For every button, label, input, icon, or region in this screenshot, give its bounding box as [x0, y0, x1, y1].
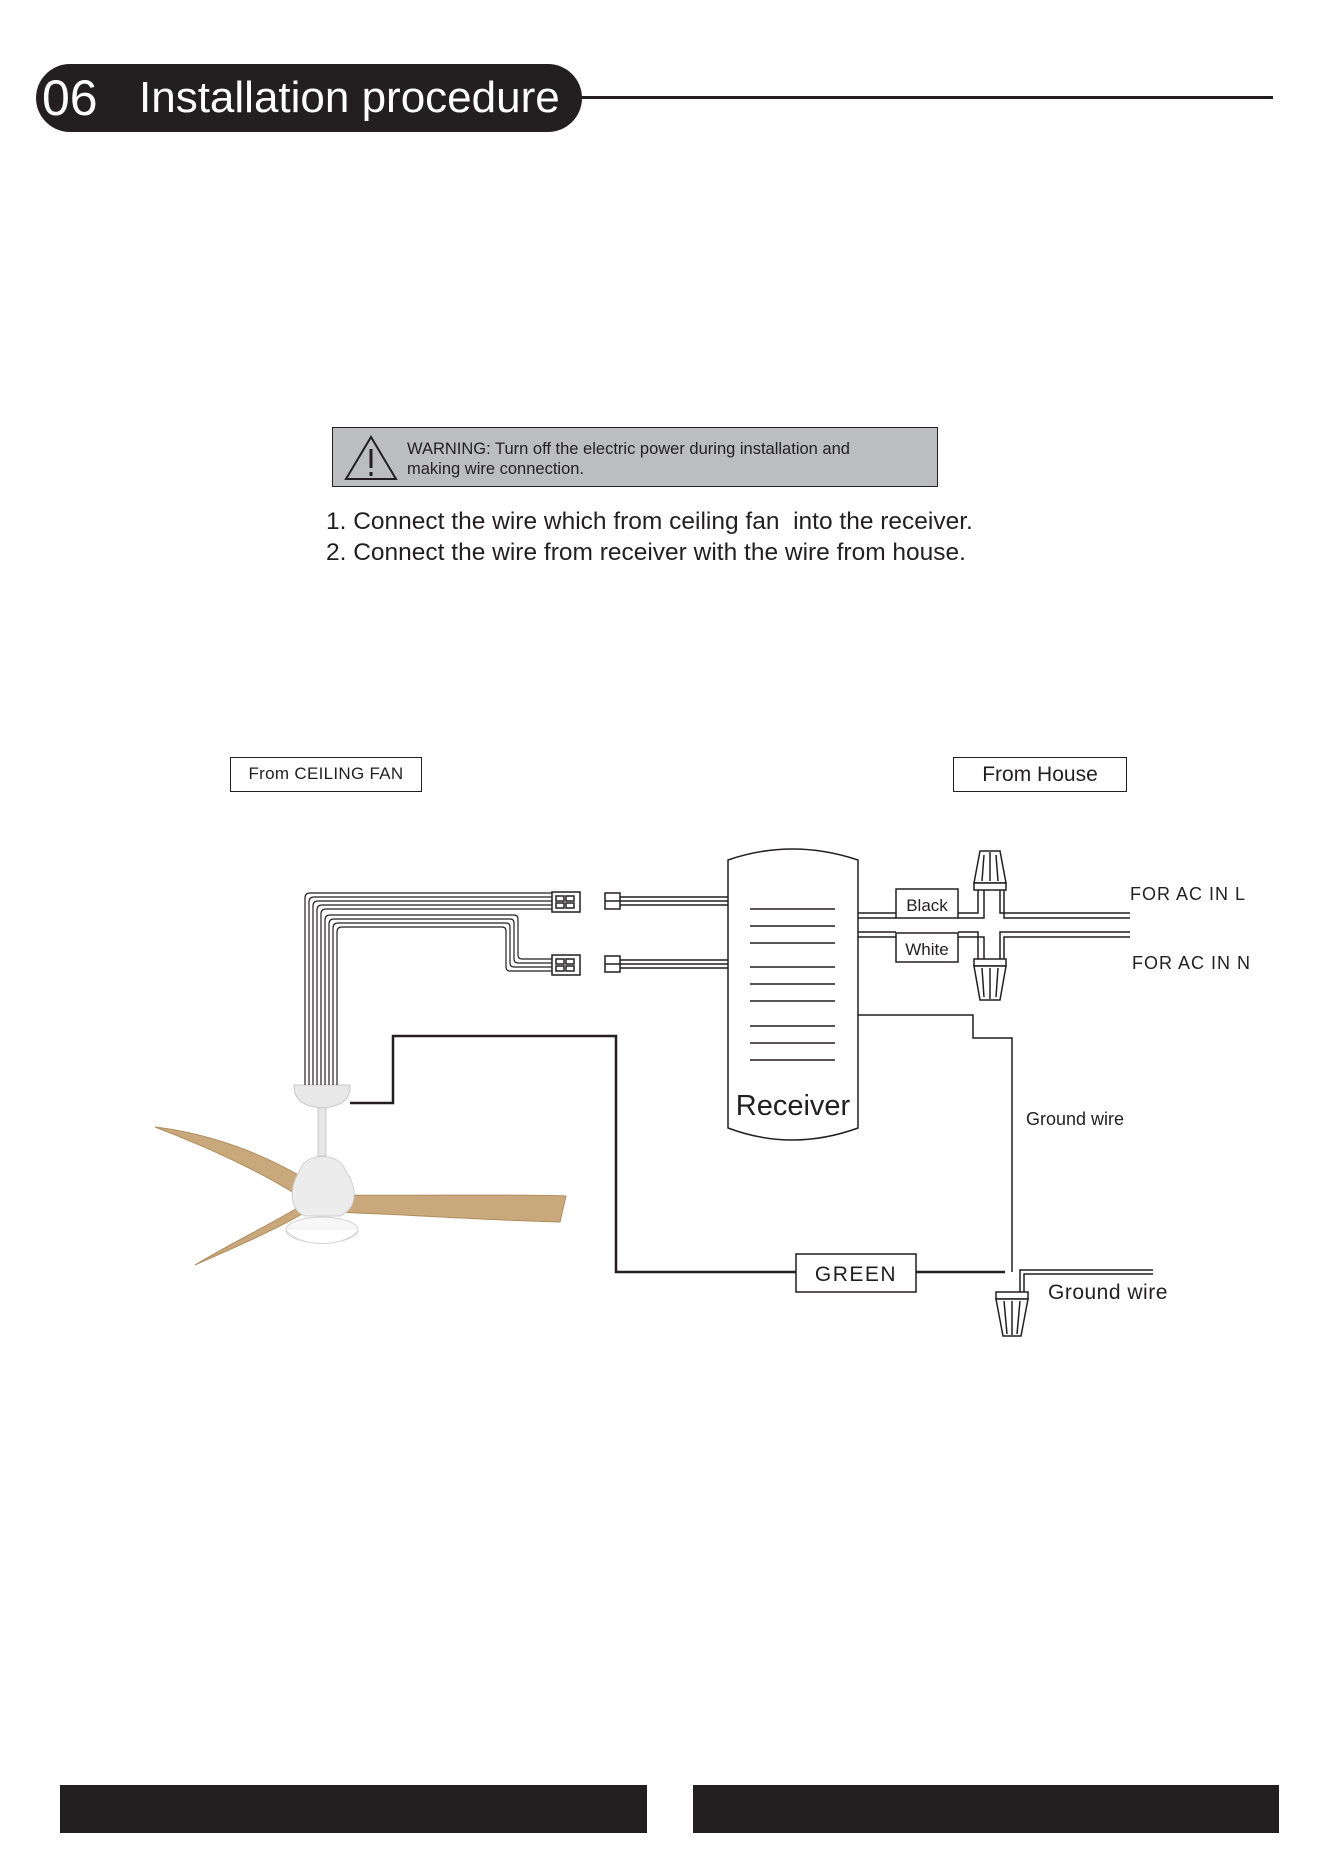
section-number: 06 [42, 70, 98, 126]
from-house-label: From House [953, 757, 1127, 792]
receiver-socket-connectors [604, 892, 621, 973]
step-2: 2. Connect the wire from receiver with t… [326, 539, 966, 566]
receiver-unit [727, 848, 859, 1141]
wire-nut-top [973, 850, 1007, 891]
green-wire-label: GREEN [815, 1263, 897, 1286]
warning-box: WARNING: Turn off the electric power dur… [332, 427, 938, 487]
house-ground-wire [1019, 1269, 1153, 1292]
ac-in-n-label: FOR AC IN N [1132, 953, 1251, 973]
ceiling-fan-illustration [154, 1084, 567, 1266]
receiver-ground-wire [858, 1014, 1013, 1272]
white-wire-tag [895, 932, 959, 963]
receiver-label: Receiver [736, 1090, 851, 1122]
ac-in-l-label: FOR AC IN L [1130, 884, 1246, 904]
warning-triangle-icon [344, 435, 398, 480]
warning-line-1: WARNING: Turn off the electric power dur… [407, 440, 850, 458]
footer-bar-right [693, 1785, 1279, 1833]
header-rule [580, 96, 1273, 99]
warning-line-2: making wire connection. [407, 460, 585, 478]
ground-wire-nut [995, 1291, 1029, 1337]
fan-wire-bundle [304, 892, 552, 1085]
green-wire-tag [795, 1253, 917, 1293]
wire-nut-bottom [973, 958, 1007, 1001]
ground-wire-upper-label: Ground wire [1026, 1109, 1124, 1129]
section-title: Installation procedure [139, 73, 560, 122]
black-wire-label: Black [906, 896, 948, 915]
fan-ground-wire [350, 1034, 796, 1274]
warning-text: WARNING: Turn off the electric power dur… [407, 439, 927, 479]
footer-bar-left [60, 1785, 647, 1833]
ground-wire-lower-label: Ground wire [1048, 1281, 1168, 1304]
house-wires [858, 889, 1130, 960]
black-wire-tag [895, 888, 959, 919]
step-1: 1. Connect the wire which from ceiling f… [326, 508, 973, 535]
from-ceiling-fan-label: From CEILING FAN [230, 757, 422, 792]
instruction-steps: 1. Connect the wire which from ceiling f… [326, 506, 973, 568]
white-wire-label: White [905, 940, 948, 959]
section-header [36, 64, 582, 132]
fan-plug-connectors [551, 891, 581, 976]
receiver-input-wires [620, 896, 728, 969]
